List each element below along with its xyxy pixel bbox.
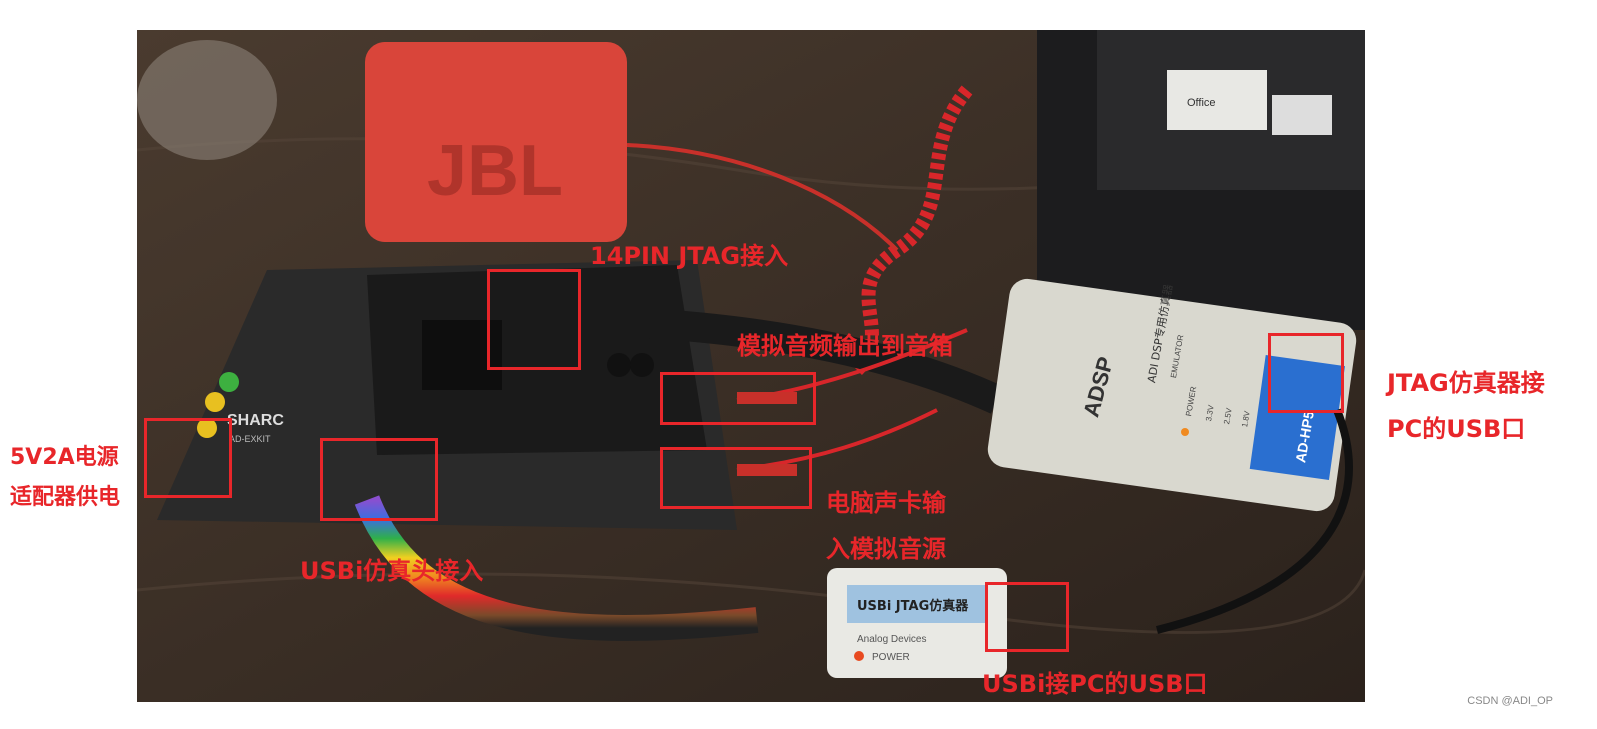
label-audio-out: 模拟音频输出到音箱 xyxy=(737,326,953,366)
label-jtag-pc-line2: PC的USB口 xyxy=(1387,415,1526,443)
label-power-line1: 5V2A电源 xyxy=(10,445,119,470)
box-pc-sound-in xyxy=(660,447,812,509)
jbl-speaker xyxy=(365,42,627,242)
jbl-logo: JBL xyxy=(427,131,563,211)
box-usbi-header xyxy=(320,438,438,521)
coiled-cable xyxy=(851,85,973,375)
usbi-title: USBi JTAG仿真器 xyxy=(857,598,969,614)
emulator-v1: 3.3V xyxy=(1204,404,1216,422)
usb-cable-black xyxy=(1156,408,1353,634)
usbi-vendor: Analog Devices xyxy=(857,634,926,645)
box-usbi-usb xyxy=(985,582,1069,652)
label-jtag-pc-line1: JTAG仿真器接 xyxy=(1387,369,1545,397)
photo-illustration: Office JBL SHARC AD-EXKIT ADSP ADI DSP专用… xyxy=(137,30,1365,702)
emulator-v3: 1.8V xyxy=(1240,410,1252,428)
csdn-watermark: CSDN @ADI_OP xyxy=(1467,695,1553,707)
label-jtag-pc: JTAG仿真器接 PC的USB口 xyxy=(1387,363,1545,449)
label-usbi-pc-text: USBi接PC的USB口 xyxy=(982,670,1208,698)
office-card-text: Office xyxy=(1187,97,1216,109)
usbi-power: POWER xyxy=(872,652,910,663)
label-pc-sound-line2: 入模拟音源 xyxy=(826,535,946,563)
label-usbi-in: USBi仿真头接入 xyxy=(300,551,483,591)
label-usbi-pc: USBi接PC的USB口 xyxy=(982,664,1208,704)
glass xyxy=(137,40,277,160)
box-jtag-emulator-usb xyxy=(1268,333,1344,413)
jtag-ribbon xyxy=(536,305,1004,414)
label-power-line2: 适配器供电 xyxy=(10,485,121,510)
label-audio-out-text: 模拟音频输出到音箱 xyxy=(737,332,953,360)
label-pc-sound-line1: 电脑声卡输 xyxy=(826,489,946,517)
board-name: SHARC xyxy=(227,412,284,429)
label-14pin-jtag-text: 14PIN JTAG接入 xyxy=(590,242,789,270)
box-power-jack xyxy=(144,418,232,498)
box-14pin-jtag xyxy=(487,269,581,370)
label-14pin-jtag: 14PIN JTAG接入 xyxy=(590,236,788,276)
label-pc-sound: 电脑声卡输 入模拟音源 xyxy=(826,483,946,569)
label-usbi-in-text: USBi仿真头接入 xyxy=(300,557,484,585)
board-sub: AD-EXKIT xyxy=(229,434,271,444)
board-photo: Office JBL SHARC AD-EXKIT ADSP ADI DSP专用… xyxy=(137,30,1365,702)
qr-code xyxy=(1272,95,1332,135)
box-audio-out xyxy=(660,372,816,425)
rainbow-ribbon xyxy=(354,495,759,641)
label-power: 5V2A电源 适配器供电 xyxy=(10,438,120,518)
emulator-v2: 2.5V xyxy=(1222,407,1234,425)
office-card xyxy=(1167,70,1267,130)
